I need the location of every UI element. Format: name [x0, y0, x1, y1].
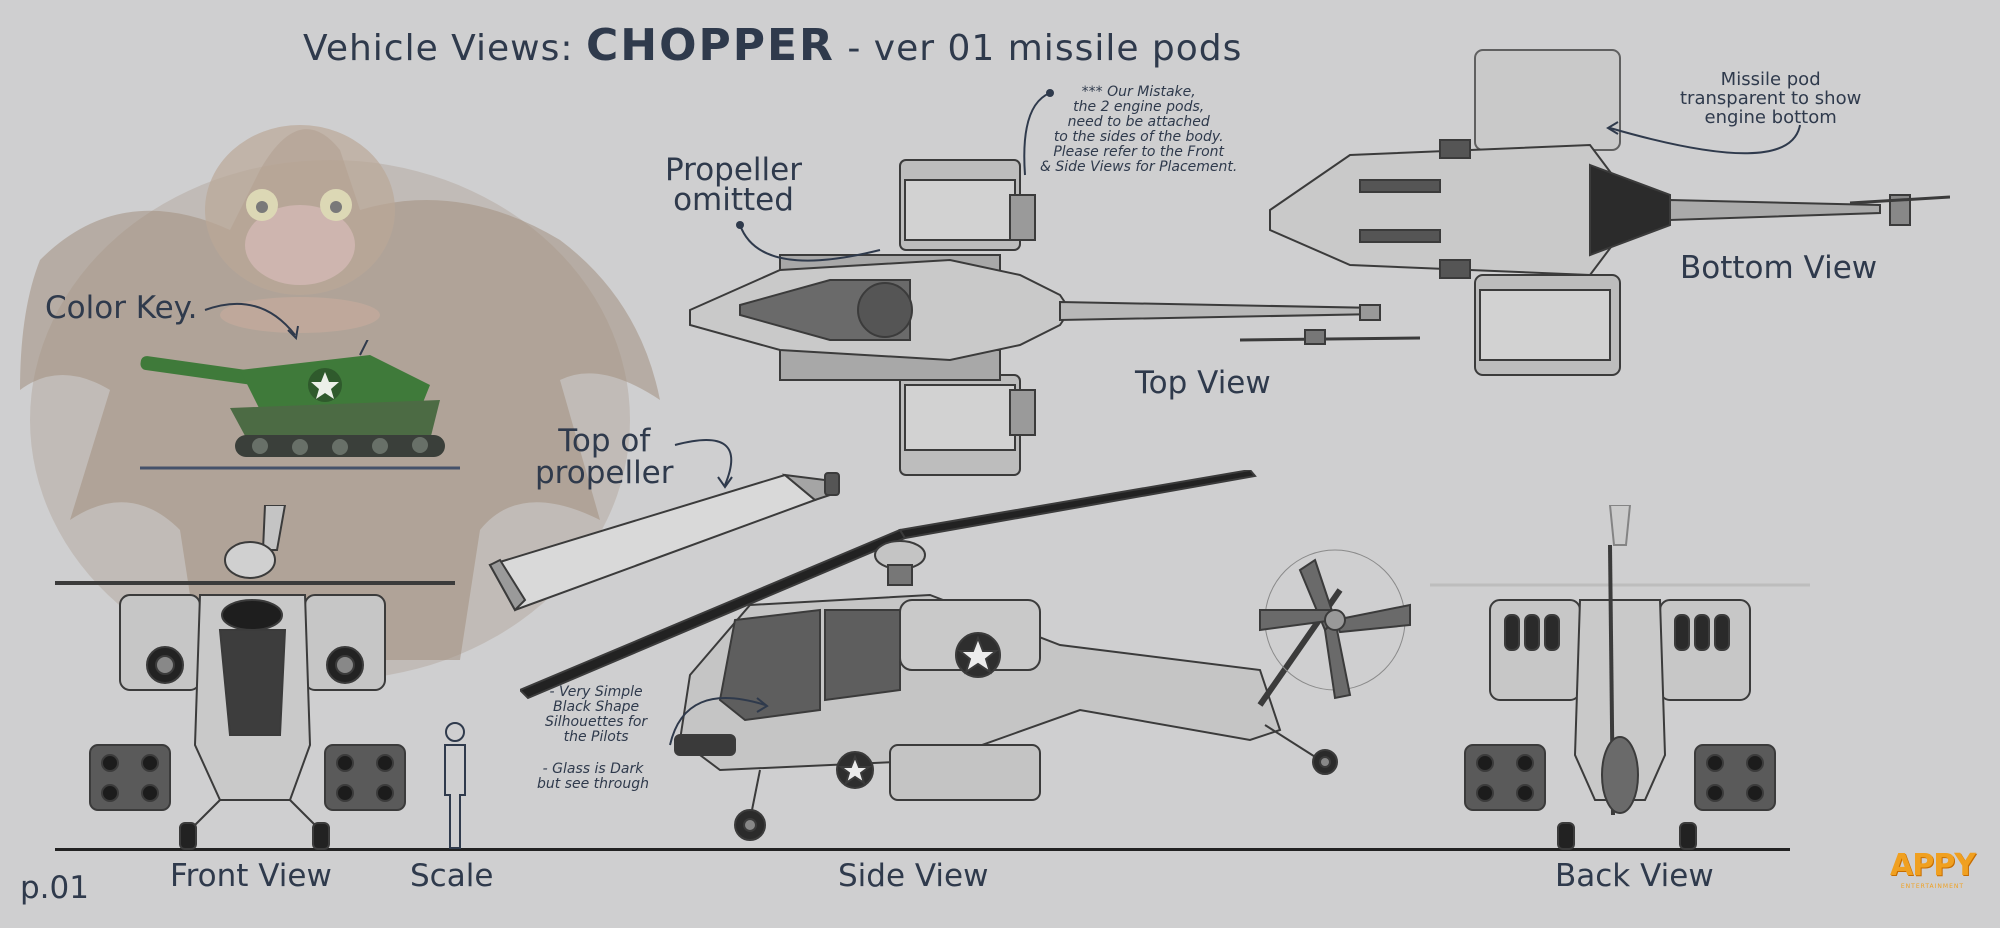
top-of-propeller-arrow	[674, 439, 733, 489]
logo-subtext: ENTERTAINMENT	[1900, 883, 1965, 890]
color-key-label: Color Key.	[45, 290, 198, 326]
title-suffix: - ver 01 missile pods	[847, 28, 1243, 69]
pilots-note-line-3: Silhouettes for	[545, 714, 648, 730]
missile-pod-arrow	[1606, 121, 1801, 155]
front-view-label: Front View	[170, 858, 332, 894]
mistake-note-line-2: the 2 engine pods,	[1073, 99, 1205, 115]
missile-pod-note: Missile pod transparent to show engine b…	[1680, 70, 1861, 127]
mistake-note-line-3: need to be attached	[1067, 114, 1210, 130]
back-view-drawing	[1430, 505, 1810, 850]
page-title: Vehicle Views: CHOPPER - ver 01 missile …	[303, 20, 1242, 71]
top-of-propeller-line-2: propeller	[535, 455, 674, 491]
mistake-note-line-4: to the sides of the body.	[1053, 129, 1224, 145]
glass-note: - Glass is Dark but see through	[537, 762, 649, 792]
front-view-drawing	[55, 505, 455, 850]
propeller-blade-drawing	[488, 472, 840, 612]
missile-pod-note-line-3: engine bottom	[1704, 107, 1837, 128]
mistake-note: *** Our Mistake, the 2 engine pods, need…	[1040, 85, 1237, 175]
pilots-note-arrow	[669, 697, 769, 746]
mistake-note-line-1: *** Our Mistake,	[1081, 84, 1196, 100]
scale-label: Scale	[410, 858, 494, 894]
propeller-omitted-line-2: omitted	[673, 182, 794, 218]
glass-note-line-2: but see through	[537, 776, 649, 792]
ground-line	[55, 848, 1790, 851]
side-view-drawing	[520, 470, 1411, 841]
pilots-note-line-2: Black Shape	[553, 699, 640, 715]
back-view-label: Back View	[1555, 858, 1714, 894]
top-of-propeller-line-1: Top of	[558, 423, 651, 459]
bottom-view-label: Bottom View	[1680, 250, 1878, 286]
bottom-view-drawing	[1269, 49, 1950, 376]
missile-pod-note-line-1: Missile pod	[1720, 69, 1821, 90]
color-key-arrow	[204, 302, 299, 341]
mistake-note-arrow	[1023, 89, 1054, 176]
page-number: p.01	[20, 870, 89, 906]
pilots-note: - Very Simple Black Shape Silhouettes fo…	[545, 685, 647, 745]
top-view-label: Top View	[1135, 365, 1271, 401]
appy-logo: APPY ENTERTAINMENT	[1890, 848, 1976, 890]
top-view-drawing	[689, 159, 1420, 476]
propeller-omitted-label: Propeller omitted	[665, 152, 802, 218]
pilots-note-line-1: - Very Simple	[549, 684, 643, 700]
propeller-omitted-arrow	[736, 221, 881, 262]
tank-color-key	[140, 340, 460, 470]
propeller-omitted-line-1: Propeller	[665, 152, 802, 188]
title-name: CHOPPER	[585, 20, 835, 71]
scale-figure	[444, 722, 466, 849]
title-prefix: Vehicle Views:	[303, 28, 574, 69]
side-view-label: Side View	[838, 858, 989, 894]
top-of-propeller-label: Top of propeller	[535, 425, 674, 489]
logo-text: APPY	[1890, 848, 1976, 883]
mistake-note-line-5: Please refer to the Front	[1053, 144, 1225, 160]
pilots-note-line-4: the Pilots	[563, 729, 629, 745]
glass-note-line-1: - Glass is Dark	[542, 761, 644, 777]
mistake-note-line-6: & Side Views for Placement.	[1040, 159, 1238, 175]
missile-pod-note-line-2: transparent to show	[1680, 88, 1862, 109]
